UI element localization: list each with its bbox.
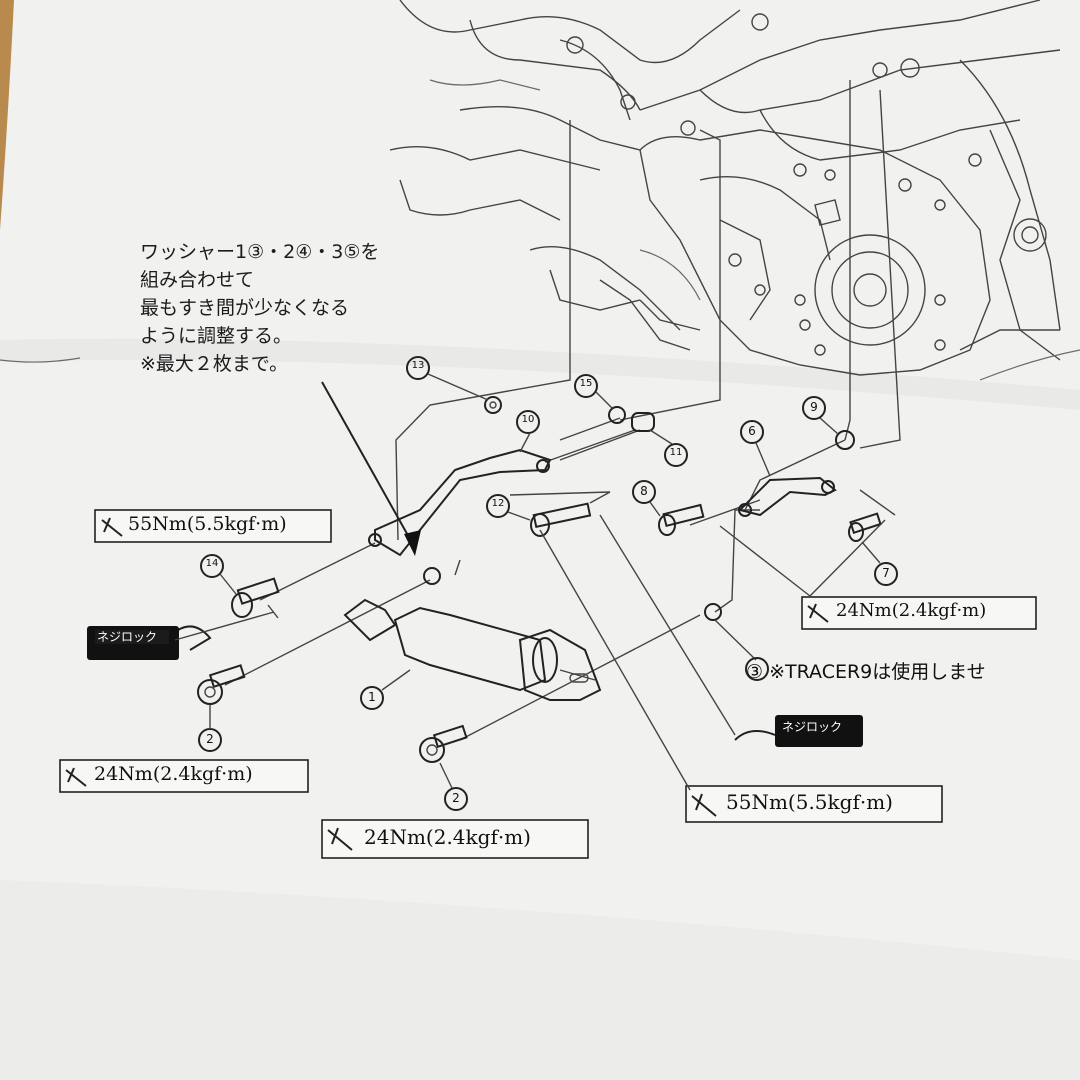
assembly-lead-lines: [224, 80, 901, 741]
engine-frame-drawing: [0, 0, 1080, 381]
torque-spec-right-lower: 55Nm(5.5kgf·m): [726, 790, 893, 814]
part-number-14: 14: [205, 558, 219, 569]
part-number-11: 11: [669, 447, 683, 458]
washer-9: [835, 430, 855, 450]
washer-3: [704, 603, 722, 621]
bracket-part-10: [374, 448, 552, 557]
washer-13: [484, 396, 502, 414]
threadlock-tube-right-icon: [734, 715, 863, 747]
part-number-1: 1: [368, 690, 376, 704]
part-number-9: 9: [810, 400, 818, 414]
bolt-8: [658, 503, 705, 536]
torque-spec-center-lower: 24Nm(2.4kgf·m): [364, 825, 531, 849]
part-number-15: 15: [579, 378, 593, 389]
note-arrow-head: [404, 530, 421, 556]
bolt-2-center: [419, 724, 468, 763]
note-line-3: 最もすき間が少なくなる: [140, 297, 350, 319]
collar-11: [631, 412, 655, 432]
parts: [87, 396, 882, 763]
part-number-8: 8: [640, 484, 648, 498]
threadlock-label-right: ネジロック: [782, 720, 843, 734]
torque-spec-top-left: 55Nm(5.5kgf·m): [128, 513, 287, 535]
instruction-note: ワッシャー1③・2④・3⑤を 組み合わせて 最もすき間が少なくなる ように調整す…: [140, 238, 379, 378]
part-number-10: 10: [521, 414, 535, 425]
bolt-14: [231, 577, 280, 618]
bolt-12: [530, 502, 592, 537]
note-line-4: ように調整する。: [140, 325, 293, 347]
part-number-12: 12: [491, 498, 505, 509]
bolt-2-left: [197, 664, 246, 705]
washer-15: [608, 406, 626, 424]
torque-callouts: [59, 509, 1037, 859]
part-number-markers: [174, 356, 898, 811]
bolt-7: [848, 512, 882, 542]
note-line-5: ※最大２枚まで。: [140, 353, 289, 375]
threadlock-label-left: ネジロック: [97, 630, 158, 644]
part-number-7: 7: [882, 566, 890, 580]
note-line-1: ワッシャー1③・2④・3⑤を: [140, 241, 380, 263]
part-number-6: 6: [748, 424, 756, 438]
note-line-2: 組み合わせて: [140, 269, 255, 291]
torque-spec-left-lower: 24Nm(2.4kgf·m): [94, 763, 253, 785]
tracer-note: ③ ※TRACER9は使用しませ: [746, 661, 986, 683]
main-bar-part-1: [343, 598, 602, 701]
washer-4: [423, 567, 441, 585]
marker-3-ring: [745, 657, 769, 681]
part-number-13: 13: [411, 360, 425, 371]
wrench-icons: [65, 517, 829, 851]
threadlock-tube-left-icon: [87, 625, 212, 660]
part-number-2-center: 2: [452, 791, 460, 805]
part-number-2-left: 2: [206, 732, 214, 746]
note-arrow: [321, 381, 416, 549]
torque-spec-right: 24Nm(2.4kgf·m): [836, 600, 987, 621]
paper-shade: [0, 880, 1080, 1080]
paper-fold: [0, 338, 1080, 410]
